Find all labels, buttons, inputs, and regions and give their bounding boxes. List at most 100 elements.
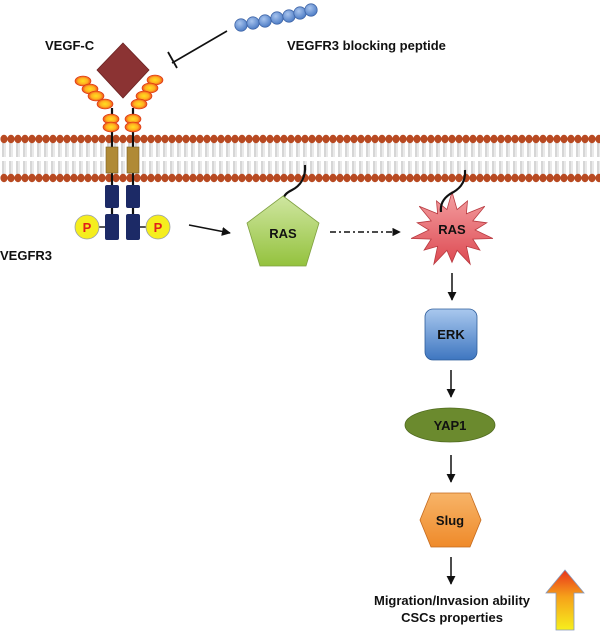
lipid-tails <box>2 142 600 176</box>
inhibition-bar <box>167 51 178 69</box>
peptide-bead <box>258 14 272 28</box>
lipid-head <box>497 173 505 183</box>
lipid-head <box>441 173 449 183</box>
lipid-head <box>343 134 351 144</box>
lipid-head <box>448 134 456 144</box>
lipid-head <box>490 134 498 144</box>
tm-domain-left <box>105 146 119 174</box>
lipid-head <box>406 134 414 144</box>
lipid-head <box>399 134 407 144</box>
lipid-head <box>245 173 253 183</box>
lipid-head <box>420 173 428 183</box>
increase-up-arrow <box>545 569 585 631</box>
lipid-heads-outer <box>0 134 600 144</box>
ig-domain <box>124 121 142 133</box>
lipid-head <box>357 173 365 183</box>
lipid-heads-inner <box>0 173 600 183</box>
lipid-head <box>63 173 71 183</box>
lipid-head <box>406 173 414 183</box>
lipid-head <box>385 134 393 144</box>
lipid-head <box>546 134 554 144</box>
lipid-head <box>539 173 547 183</box>
lipid-head <box>546 173 554 183</box>
lipid-head <box>483 134 491 144</box>
lipid-head <box>238 134 246 144</box>
lipid-head <box>217 134 225 144</box>
lipid-head <box>147 134 155 144</box>
tm-domain-right <box>126 146 140 174</box>
lipid-head <box>581 173 589 183</box>
lipid-head <box>259 134 267 144</box>
lipid-head <box>490 173 498 183</box>
lipid-head <box>189 134 197 144</box>
ig-domains <box>74 74 164 133</box>
peptide-label: VEGFR3 blocking peptide <box>287 38 446 53</box>
lipid-head <box>567 134 575 144</box>
lipid-head <box>315 134 323 144</box>
lipid-head <box>56 173 64 183</box>
yap1-label: YAP1 <box>434 418 467 433</box>
lipid-head <box>105 173 113 183</box>
ig-domain <box>87 90 105 102</box>
lipid-head <box>434 173 442 183</box>
lipid-head <box>511 173 519 183</box>
lipid-head <box>350 134 358 144</box>
vegfr3-label: VEGFR3 <box>0 248 52 263</box>
lipid-head <box>560 173 568 183</box>
lipid-head <box>196 173 204 183</box>
lipid-head <box>42 173 50 183</box>
lipid-head <box>273 173 281 183</box>
lipid-head <box>497 134 505 144</box>
lipid-head <box>329 134 337 144</box>
lipid-head <box>560 134 568 144</box>
lipid-head <box>112 134 120 144</box>
lipid-head <box>28 134 36 144</box>
lipid-head <box>217 173 225 183</box>
lipid-head <box>280 134 288 144</box>
lipid-head <box>322 173 330 183</box>
lipid-head <box>364 134 372 144</box>
lipid-head <box>350 173 358 183</box>
vegf-c-diamond <box>96 42 150 99</box>
vegfr3-receptor: P P VEGFR3 <box>0 74 171 263</box>
lipid-head <box>469 134 477 144</box>
lipid-head <box>182 173 190 183</box>
lipid-head <box>364 173 372 183</box>
lipid-head <box>182 134 190 144</box>
lipid-head <box>259 173 267 183</box>
outcome-label-line1: Migration/Invasion ability <box>374 593 531 608</box>
lipid-head <box>252 134 260 144</box>
lipid-head <box>231 173 239 183</box>
lipid-head <box>504 173 512 183</box>
lipid-head <box>483 173 491 183</box>
lipid-head <box>504 134 512 144</box>
lipid-head <box>371 134 379 144</box>
lipid-head <box>245 134 253 144</box>
lipid-head <box>280 173 288 183</box>
lipid-head <box>161 134 169 144</box>
peptide-bead <box>270 11 284 25</box>
lipid-head <box>525 134 533 144</box>
lipid-head <box>189 173 197 183</box>
lipid-head <box>147 173 155 183</box>
lipid-head <box>539 134 547 144</box>
lipid-head <box>476 134 484 144</box>
slug-hexagon <box>419 492 482 548</box>
lipid-head <box>532 173 540 183</box>
lipid-head <box>567 173 575 183</box>
lipid-head <box>553 173 561 183</box>
outcome-label-line2: CSCs properties <box>401 610 503 625</box>
lipid-head <box>126 173 134 183</box>
lipid-head <box>63 134 71 144</box>
lipid-head <box>77 173 85 183</box>
lipid-head <box>518 173 526 183</box>
peptide-bead <box>246 16 260 30</box>
lipid-head <box>532 134 540 144</box>
lipid-head <box>294 173 302 183</box>
lipid-head <box>301 134 309 144</box>
lipid-head <box>441 134 449 144</box>
lipid-head <box>329 173 337 183</box>
lipid-head <box>399 173 407 183</box>
ras-active: RAS <box>410 169 494 266</box>
ras-pentagon <box>246 195 320 267</box>
